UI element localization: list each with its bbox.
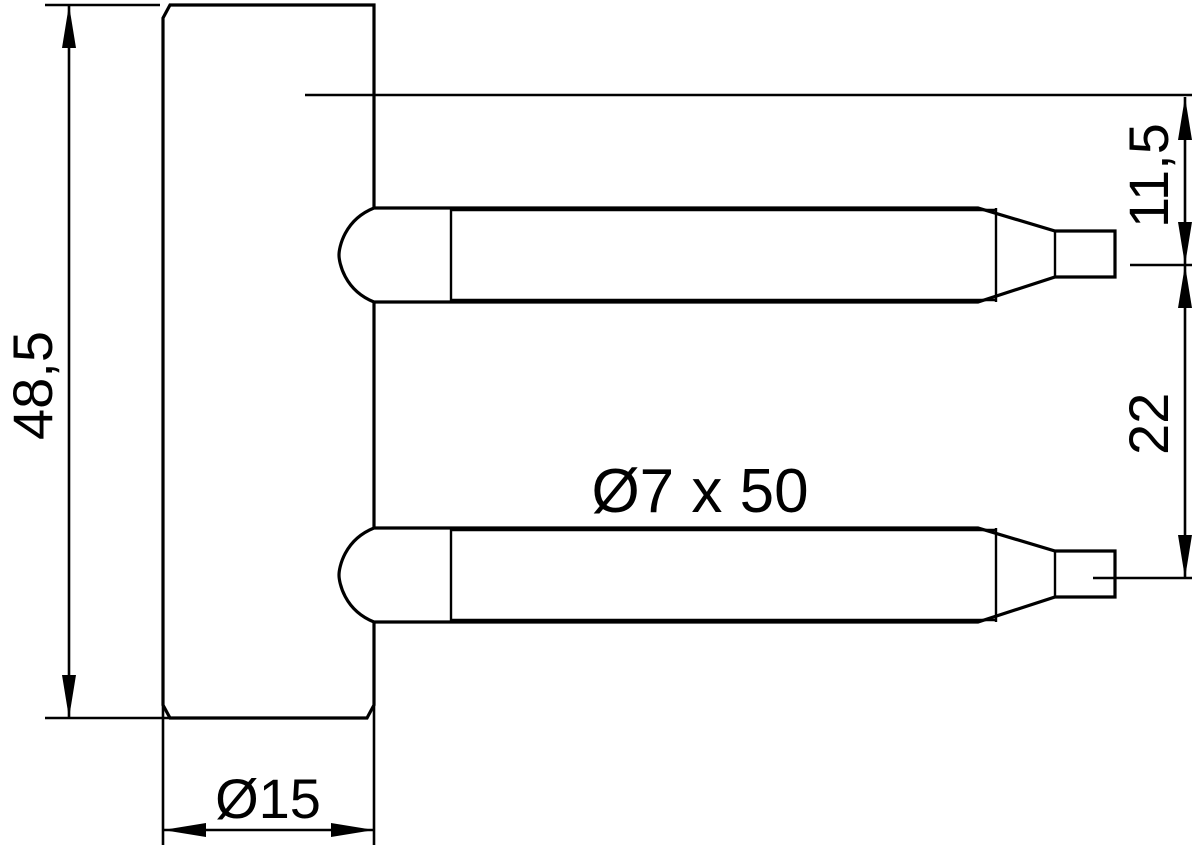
dim-label-pin-spec: Ø7 x 50 bbox=[591, 457, 808, 526]
lower-dowel-pin bbox=[337, 526, 1117, 624]
dim-arrow-d15-right bbox=[331, 823, 374, 837]
pin-spec-label-group: Ø7 x 50 bbox=[591, 457, 808, 526]
upper-pin-outline bbox=[337, 206, 1117, 304]
upper-dowel-pin bbox=[337, 206, 1117, 304]
dimension-plate-diameter: Ø15 bbox=[163, 767, 374, 837]
dimension-overall-height: 48,5 bbox=[1, 5, 76, 718]
extension-lines bbox=[45, 3, 1192, 845]
dimension-pin-spacing: 22 bbox=[1117, 265, 1192, 578]
dim-arrow-d15-left bbox=[163, 823, 206, 837]
dim-arrow-11-5-bottom bbox=[1178, 222, 1192, 265]
dim-label-22: 22 bbox=[1117, 393, 1180, 455]
dim-arrow-11-5-top bbox=[1178, 97, 1192, 140]
dim-label-11-5: 11,5 bbox=[1117, 123, 1180, 228]
dimension-top-offset: 11,5 bbox=[1117, 97, 1192, 265]
mounting-plate-outline bbox=[161, 3, 376, 720]
dim-label-d15: Ø15 bbox=[215, 767, 321, 830]
mounting-plate bbox=[161, 3, 376, 720]
dim-arrow-48-5-bottom bbox=[62, 675, 76, 718]
dim-label-48-5: 48,5 bbox=[1, 331, 64, 440]
dim-arrow-22-top bbox=[1178, 265, 1192, 308]
lower-pin-outline bbox=[337, 526, 1117, 624]
dim-arrow-48-5-top bbox=[62, 5, 76, 48]
dim-arrow-22-bottom bbox=[1178, 535, 1192, 578]
